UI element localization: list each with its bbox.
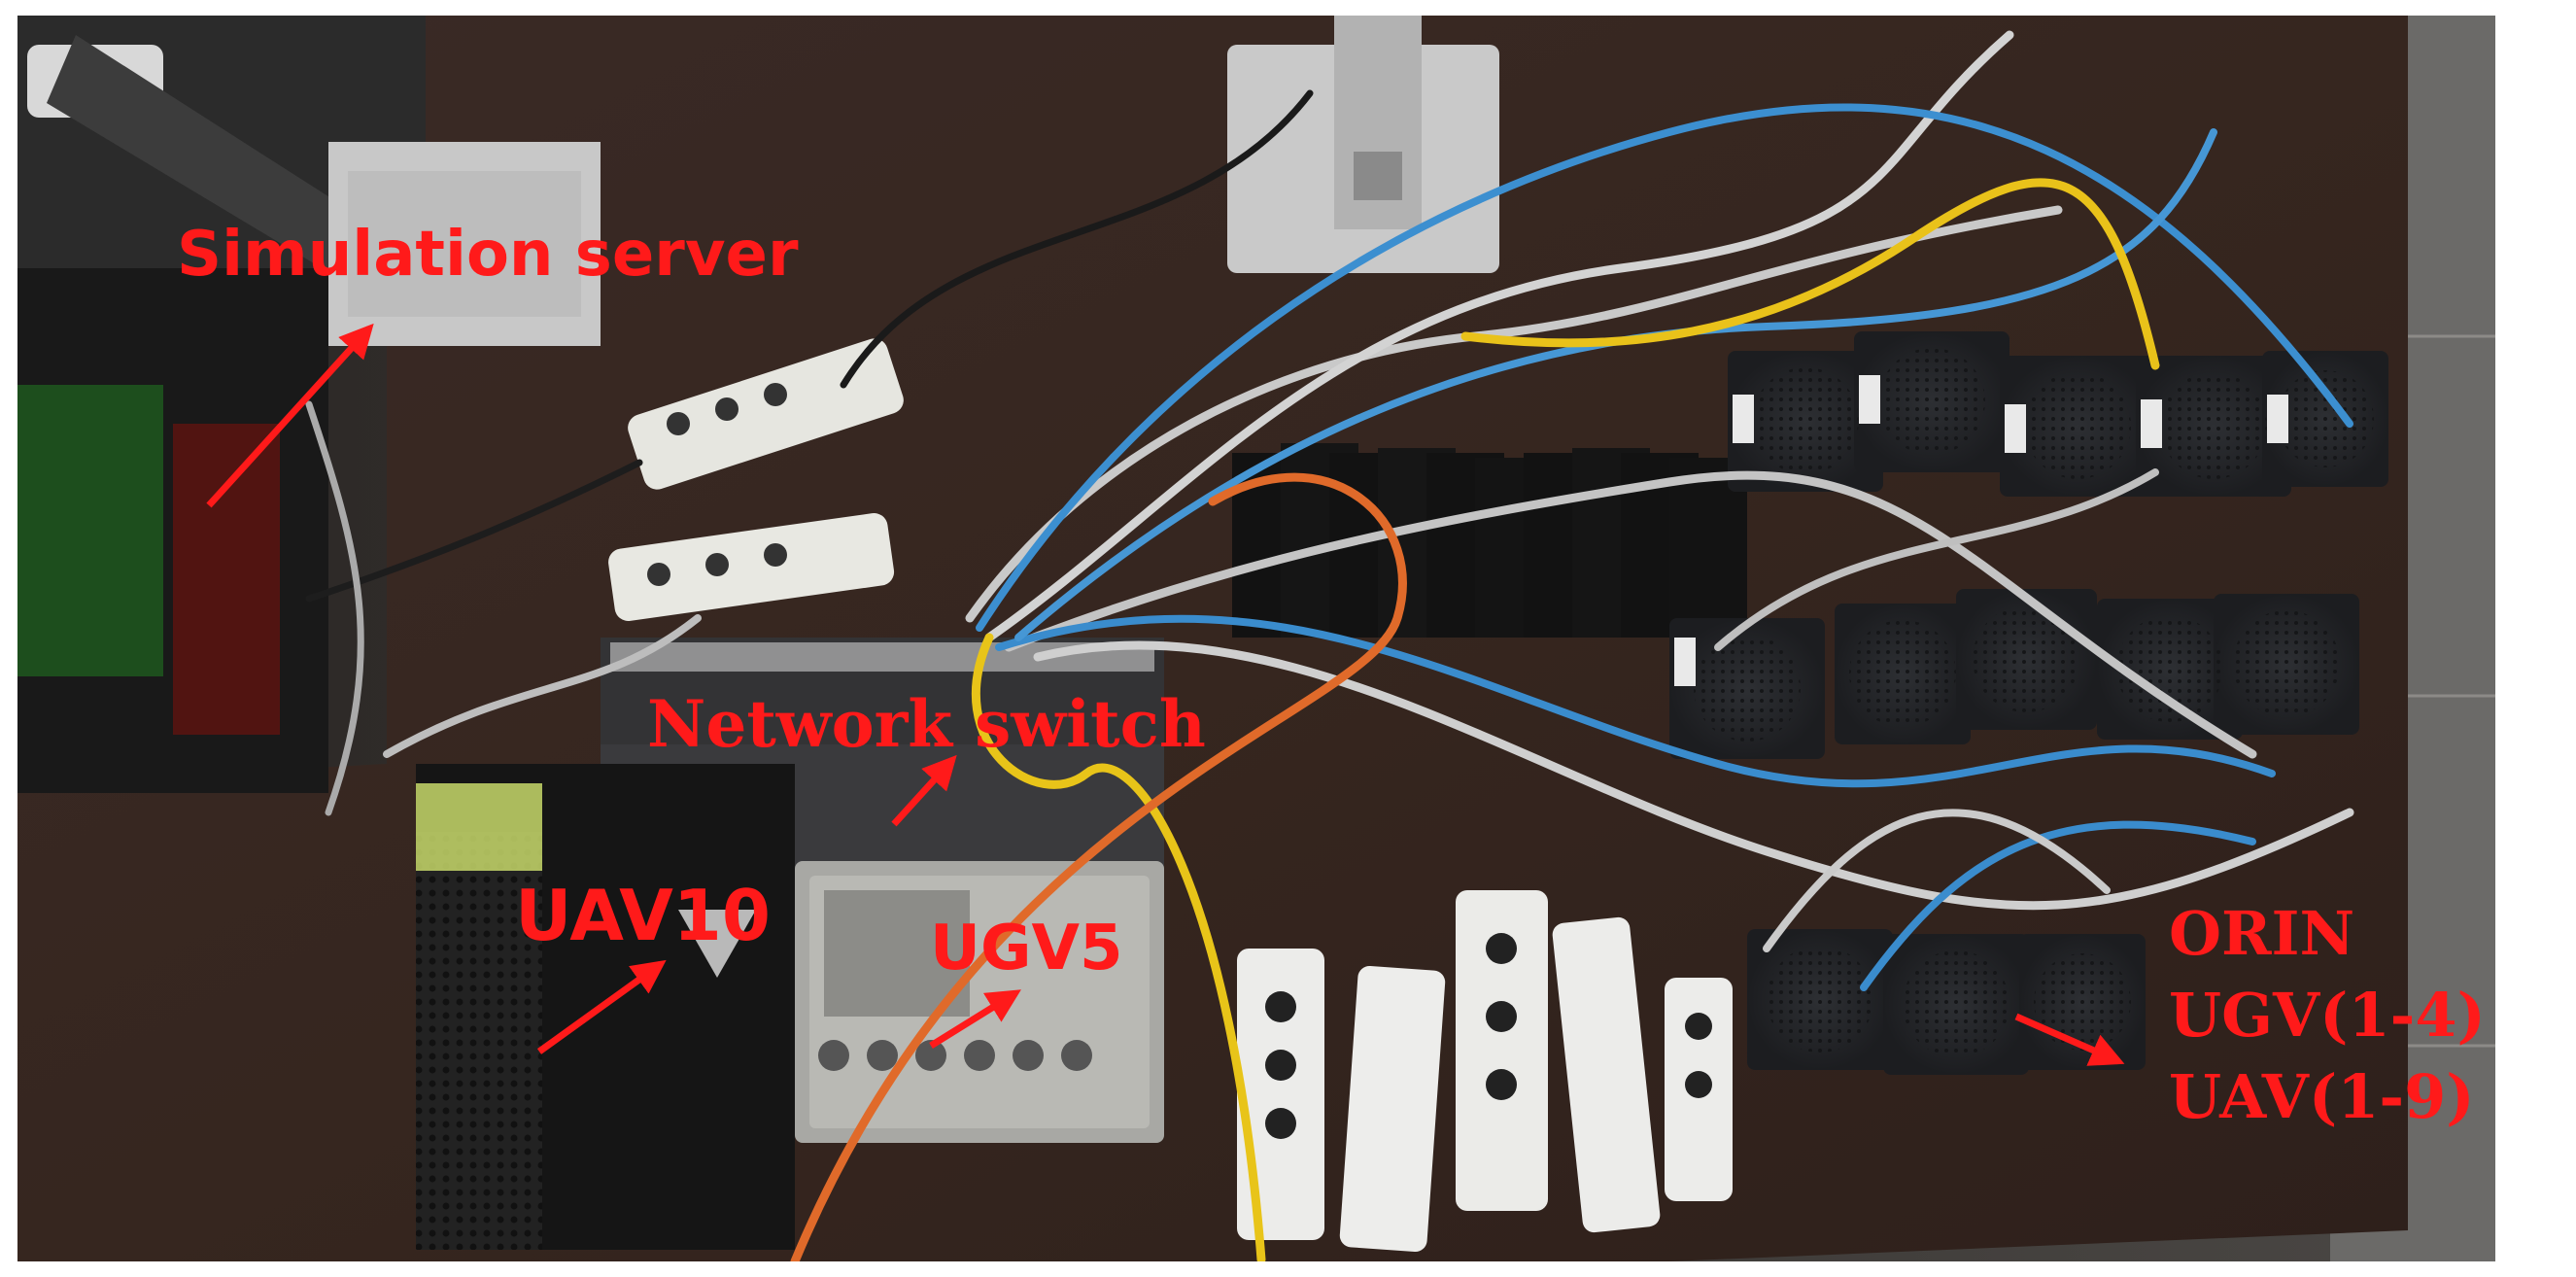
ugv5-label: UGV5 [930,913,1123,984]
network-switch-label: Network switch [647,686,1206,762]
simulation-server-label: Simulation server [177,219,799,291]
uav10-device [416,764,795,1250]
cables [305,30,2354,1261]
orin-ugv-range-label: UGV(1-4) [2169,980,2486,1051]
power-strips-bottom [1237,890,1733,1252]
orin-label: ORIN [2169,898,2355,969]
monitor-stand [1227,16,1499,273]
ugv5-device [795,861,1164,1143]
orin-uav-range-label: UAV(1-9) [2169,1061,2475,1132]
power-strip-top [608,338,904,621]
uav10-label: UAV10 [515,875,772,956]
hardware-testbed-photo [17,16,2495,1261]
power-adapters [1232,443,1747,638]
simulation-server [17,16,601,793]
